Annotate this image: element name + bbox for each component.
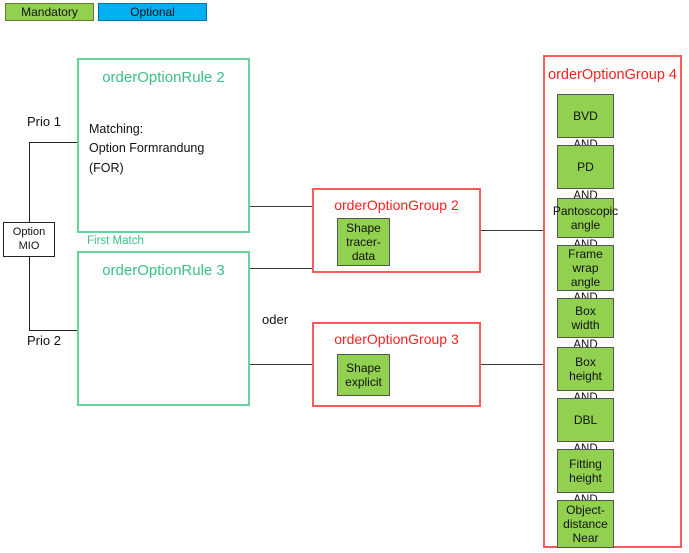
- legend-mandatory: Mandatory: [5, 3, 94, 21]
- prio1-label: Prio 1: [27, 114, 61, 129]
- legend-optional-label: Optional: [130, 5, 175, 19]
- option-mio-node: Option MIO: [3, 222, 55, 257]
- option-object-distance-near: Object-distance Near: [557, 500, 614, 548]
- option-pantoscopic-angle: Pantoscopic angle: [553, 198, 618, 238]
- option-bvd-label: BVD: [573, 108, 598, 123]
- option-bvd: BVD: [557, 94, 614, 138]
- option-box-width: Box width: [557, 298, 614, 338]
- group2-to-group4-line: [481, 230, 543, 231]
- option-frame-wrap-angle: Frame wrap angle: [557, 245, 614, 291]
- prio2-connector: [29, 330, 77, 331]
- rule-2-body-line1: Matching:: [89, 122, 144, 136]
- option-pd-label: PD: [577, 159, 594, 174]
- order-option-rule-3-title: orderOptionRule 3: [102, 262, 225, 279]
- option-frame-wrap-angle-label: Frame wrap angle: [568, 246, 603, 290]
- option-fitting-height: Fitting height: [557, 449, 614, 493]
- option-dbl-label: DBL: [573, 412, 598, 427]
- bracket-down-segment: [29, 257, 30, 331]
- legend-mandatory-label: Mandatory: [21, 5, 78, 19]
- option-pd: PD: [557, 145, 614, 189]
- group3-to-group4-line: [481, 364, 543, 365]
- option-mio-label-line2: MIO: [18, 239, 40, 252]
- rule3-to-group3-line: [250, 364, 313, 365]
- first-match-label: First Match: [87, 235, 144, 247]
- option-pantoscopic-angle-label: Pantoscopic angle: [552, 203, 619, 232]
- option-shape-explicit-label: Shape explicit: [345, 360, 382, 389]
- bracket-up-segment: [29, 142, 30, 222]
- order-option-group-3: orderOptionGroup 3 Shape explicit: [312, 322, 481, 407]
- and-label-5: AND: [573, 339, 598, 351]
- order-option-group-2: orderOptionGroup 2 Shape tracer-data: [312, 188, 481, 273]
- order-option-group-2-title: orderOptionGroup 2: [334, 197, 459, 213]
- prio1-connector: [29, 142, 77, 143]
- order-option-rule-2-body: Matching: Option Formrandung (FOR): [89, 120, 240, 178]
- order-option-rule-2: orderOptionRule 2 Matching: Option Formr…: [77, 58, 250, 233]
- option-shape-tracer-data: Shape tracer-data: [337, 218, 390, 266]
- and-label-2: AND: [573, 190, 598, 202]
- prio2-label: Prio 2: [27, 333, 61, 348]
- order-option-rule-3: orderOptionRule 3: [77, 251, 250, 406]
- option-box-height-label: Box height: [569, 354, 602, 383]
- option-dbl: DBL: [557, 398, 614, 442]
- rule2-to-group2-line: [250, 206, 313, 207]
- oder-label: oder: [262, 312, 289, 327]
- order-option-group-4: orderOptionGroup 4 BVD AND PD AND Pantos…: [543, 55, 682, 548]
- option-fitting-height-label: Fitting height: [569, 456, 602, 485]
- option-box-height: Box height: [557, 347, 614, 391]
- option-shape-tracer-data-label: Shape tracer-data: [346, 220, 381, 264]
- rule3-to-group2-line: [250, 268, 313, 269]
- option-shape-explicit: Shape explicit: [337, 354, 390, 396]
- option-box-width-label: Box width: [571, 303, 600, 332]
- rule-2-body-line2: Option Formrandung (FOR): [89, 141, 205, 175]
- order-option-group-4-title: orderOptionGroup 4: [548, 67, 677, 83]
- option-object-distance-near-label: Object-distance Near: [563, 502, 608, 546]
- option-mio-label-line1: Option: [12, 226, 46, 239]
- order-option-rule-2-title: orderOptionRule 2: [102, 69, 225, 86]
- legend-optional: Optional: [98, 3, 207, 21]
- order-option-group-3-title: orderOptionGroup 3: [334, 331, 459, 347]
